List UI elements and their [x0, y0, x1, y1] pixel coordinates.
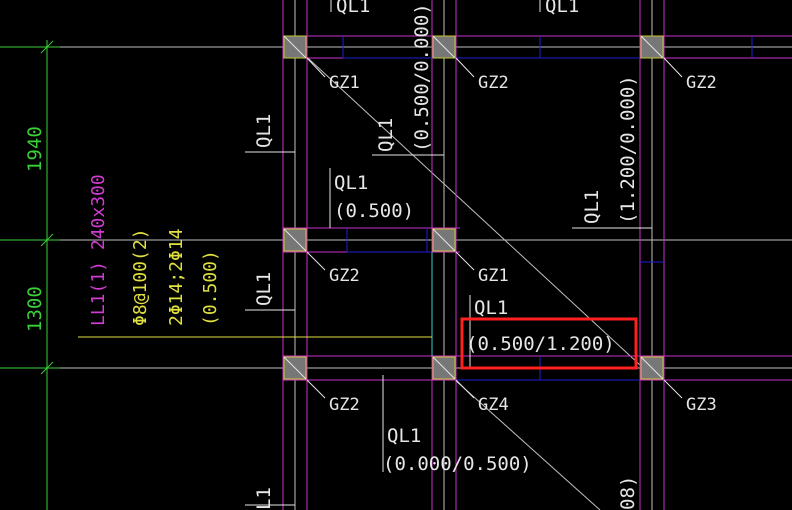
lintel-bars: 2Φ14;2Φ14 [166, 228, 187, 326]
beam-ql1-h1-elev: (0.500) [334, 200, 414, 222]
beam-ql1-h3-name: QL1 [387, 425, 421, 447]
dimension-1940: 1940 [24, 126, 46, 172]
beam-ql1-v2-elev: (0.500/0.000) [411, 3, 433, 152]
beam-ql1-h3-elev: (0.000/0.500) [383, 453, 532, 475]
lintel-elevation: (0.500) [200, 250, 221, 326]
beam-ql1-h2-name: QL1 [474, 297, 508, 319]
leader-lines [245, 0, 683, 506]
beam-ql1-v3-elev: (1.200/0.000) [617, 75, 639, 224]
label-gz2-a: GZ2 [478, 73, 509, 93]
label-gz4: GZ4 [478, 395, 509, 415]
label-gz3: GZ3 [686, 395, 717, 415]
label-gz1-b: GZ1 [478, 266, 509, 286]
beam-ql1-bottom-right: 08) [617, 476, 639, 510]
beam-ql1-bottom-left: L1 [253, 487, 275, 510]
beam-ql1-top-b: QL1 [545, 0, 579, 17]
label-gz2-d: GZ2 [329, 395, 360, 415]
beam-ql1-v2-name: QL1 [375, 118, 397, 152]
dimension-1300: 1300 [24, 286, 46, 332]
label-gz1-a: GZ1 [329, 73, 360, 93]
blue-lines [342, 36, 753, 381]
label-gz2-c: GZ2 [329, 266, 360, 286]
label-gz2-b: GZ2 [686, 73, 717, 93]
column-corner-ticks [283, 35, 664, 380]
dimension-lines [0, 40, 60, 510]
beam-ql1-h2-elev: (0.500/1.200) [466, 333, 615, 355]
beam-ql1-v4: QL1 [253, 272, 275, 306]
beam-ql1-h1-name: QL1 [334, 172, 368, 194]
lintel-stirrup: Φ8@100(2) [130, 228, 151, 326]
highlight-box [460, 317, 638, 370]
beam-ql1-v1: QL1 [253, 114, 275, 148]
lintel-name: LL1(1) 240x300 [88, 174, 109, 326]
beam-ql1-top-a: QL1 [336, 0, 370, 17]
beam-ql1-v3-name: QL1 [581, 190, 603, 224]
